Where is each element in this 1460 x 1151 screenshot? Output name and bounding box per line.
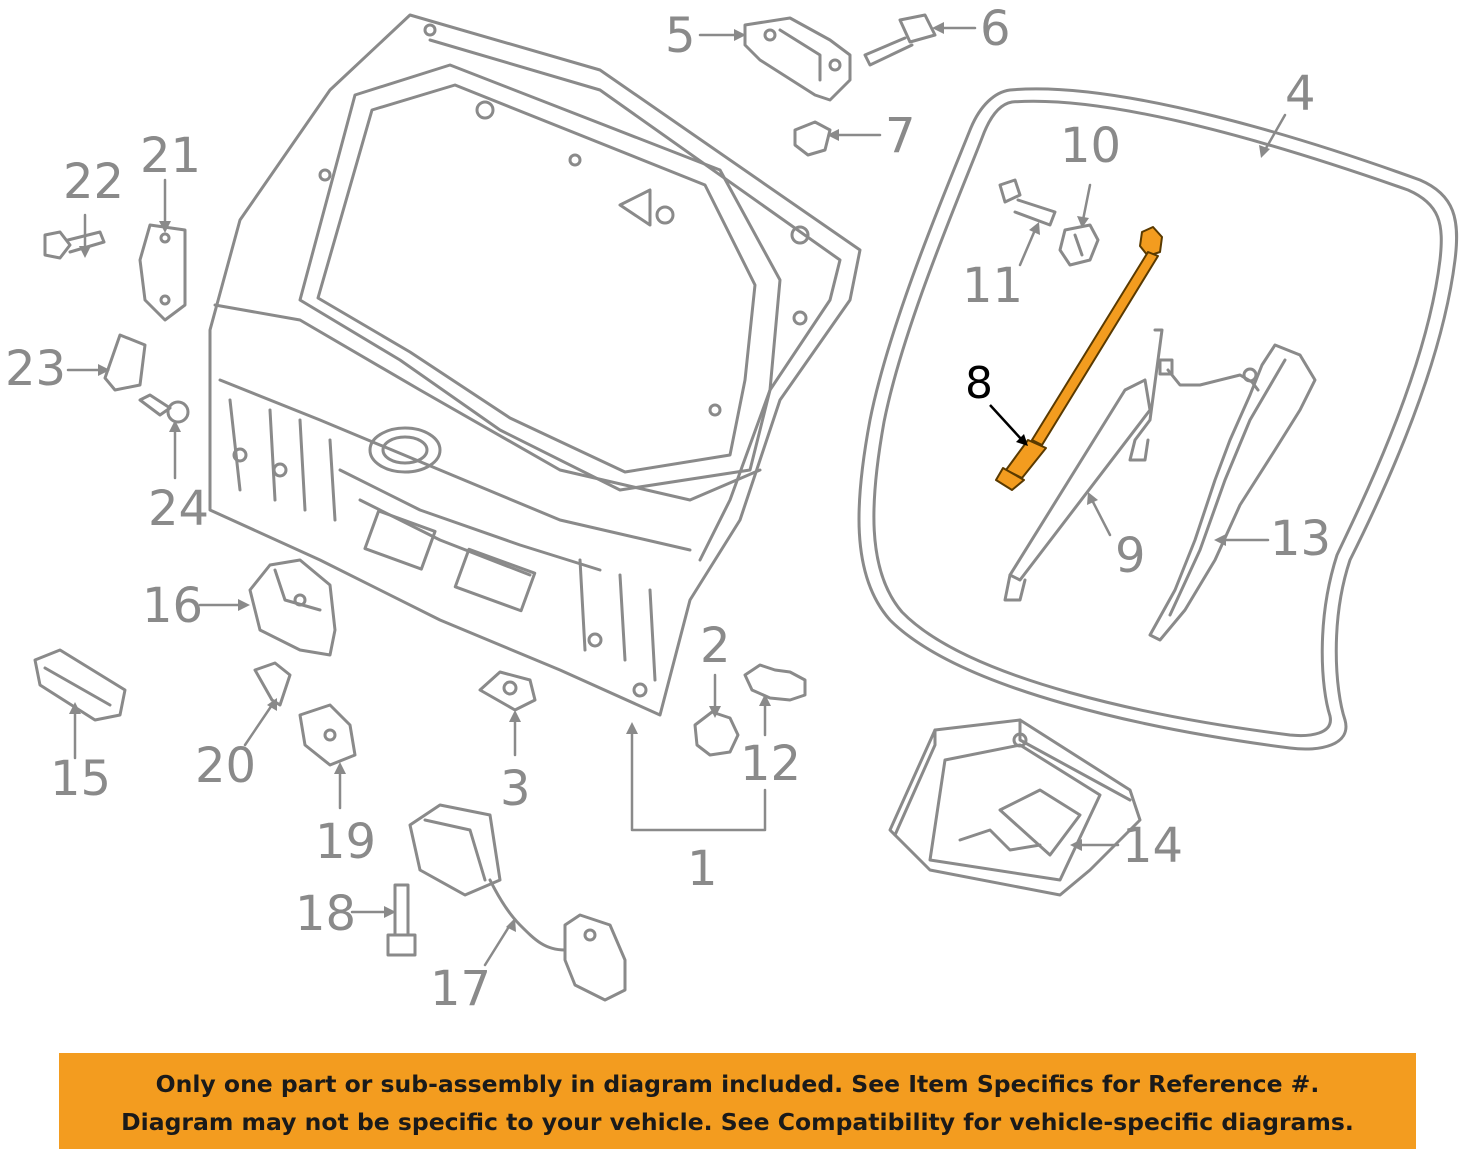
disclaimer-line-1: Only one part or sub-assembly in diagram… [155,1070,1320,1098]
arrowheads [69,22,1270,932]
callout-14: 14 [1122,818,1184,874]
disclaimer-banner: Only one part or sub-assembly in diagram… [59,1053,1416,1149]
striker-5 [743,16,852,102]
bolt-11 [998,178,1057,227]
callout-7: 7 [885,108,916,164]
callout-20: 20 [195,738,257,794]
actuator-17 [408,803,627,1002]
bumper-19 [298,703,357,767]
callout-15: 15 [50,751,112,807]
cover-23 [103,333,147,392]
bolt-18 [386,883,417,957]
callout-11: 11 [962,258,1024,314]
callout-10: 10 [1060,118,1122,174]
leader-8 [989,404,1023,441]
callout-5: 5 [665,8,696,64]
weatherstrip [857,87,1459,751]
nut-7 [793,120,832,157]
trim-panel [1148,343,1317,642]
callout-2: 2 [700,618,731,674]
disclaimer-line-2: Diagram may not be specific to your vehi… [121,1108,1354,1136]
handle-15 [33,648,127,722]
screw-20 [253,661,292,707]
control-module [888,718,1142,897]
bolt-22 [43,230,106,260]
callout-4: 4 [1285,66,1316,122]
gas-strut-highlighted [995,226,1163,491]
callout-21: 21 [140,128,202,184]
bolt-12 [743,663,807,702]
clip-3 [478,670,537,712]
liftgate-panel [208,13,862,717]
bolt-6 [863,13,937,67]
bracket-21 [138,223,187,322]
callout-23: 23 [5,341,67,397]
cap-2 [693,710,740,757]
callout-6: 6 [980,1,1011,57]
callout-17: 17 [430,961,492,1017]
screw-24 [138,393,190,424]
callout-16: 16 [142,578,204,634]
callout-24: 24 [148,481,210,537]
callout-22: 22 [63,154,125,210]
callout-18: 18 [295,886,357,942]
callout-13: 13 [1270,511,1332,567]
leader-lines [66,26,1287,967]
callout-19: 19 [315,814,377,870]
callout-8: 8 [965,358,993,409]
bracket-10 [1058,223,1100,267]
callout-12: 12 [740,736,802,792]
callout-1: 1 [687,841,718,897]
spindle-drive [1003,328,1260,602]
callout-9: 9 [1115,528,1146,584]
arrowhead-8 [1016,434,1028,446]
callout-3: 3 [500,761,531,817]
latch-16 [248,558,337,657]
